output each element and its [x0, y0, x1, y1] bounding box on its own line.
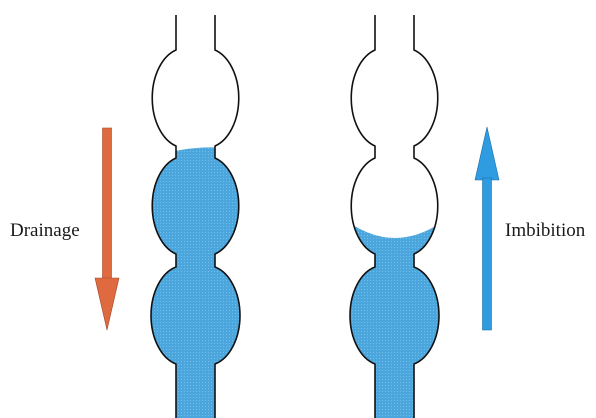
drainage-fluid: [150, 147, 240, 418]
imbibition-label: Imbibition: [505, 221, 585, 240]
imbibition-arrow: [475, 127, 499, 330]
drainage-channel: [150, 15, 240, 418]
imbibition-fluid: [340, 216, 450, 418]
drainage-label: Drainage: [10, 221, 80, 240]
drainage-arrow: [95, 128, 119, 330]
imbibition-channel: [340, 15, 450, 418]
